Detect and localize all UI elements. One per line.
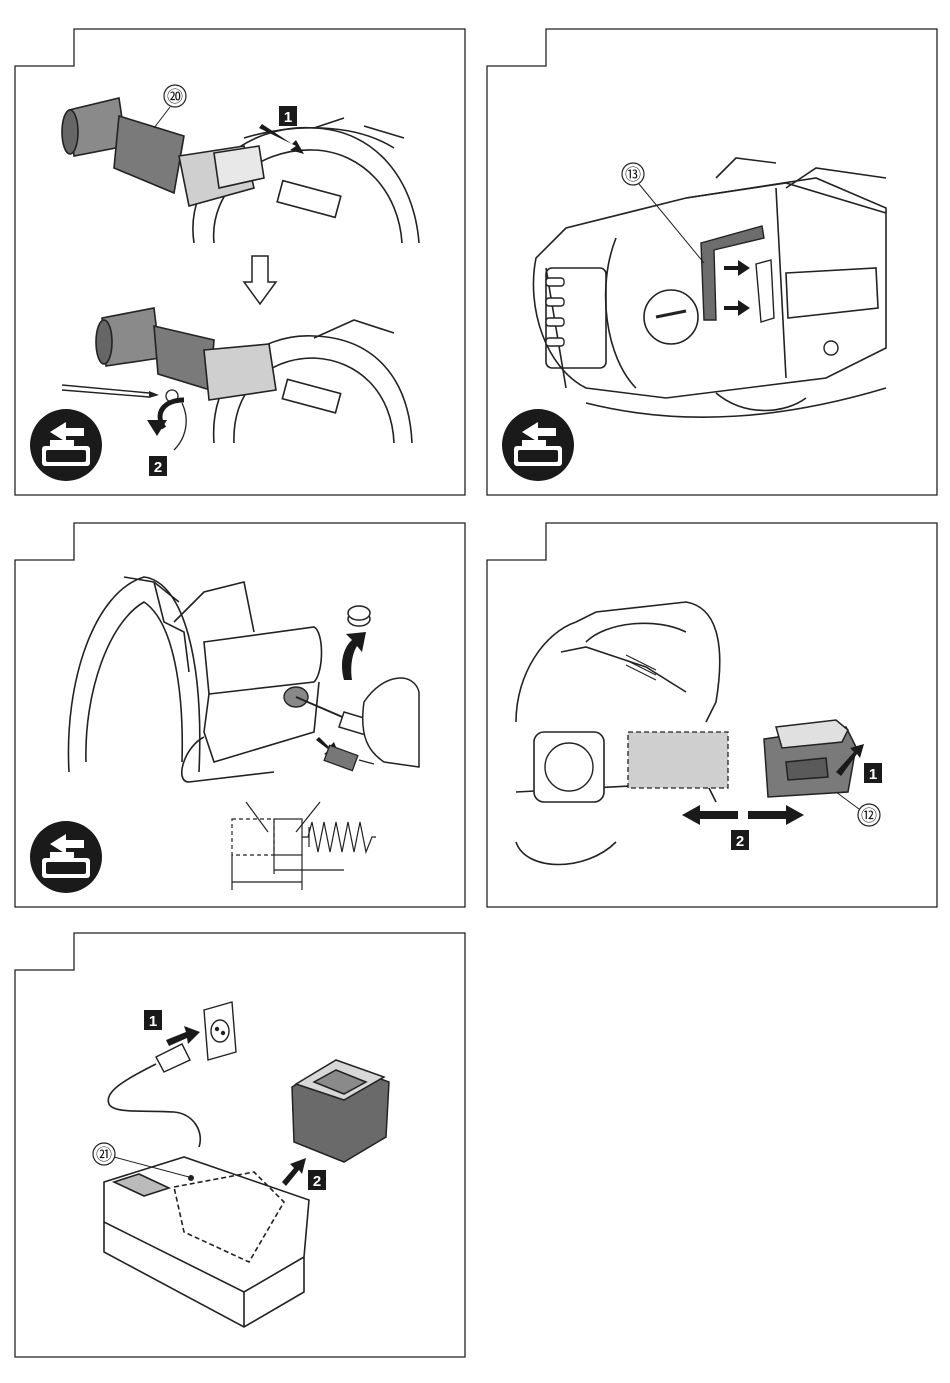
- step-label-1: 1: [869, 766, 877, 783]
- step-label-2: 2: [154, 459, 162, 476]
- panel-carbon-brush: [14, 522, 466, 908]
- battery-remove-icon: [502, 409, 574, 481]
- callout-21: ㉑: [96, 1145, 112, 1164]
- panel-dust-nozzle: ⑳ 1 2: [14, 28, 466, 496]
- callout-13: ⑬: [625, 165, 641, 184]
- motor-body: [174, 582, 322, 782]
- callout-12: ⑫: [861, 806, 877, 825]
- step-label-2: 2: [736, 833, 744, 850]
- panel-battery-install: 1 ⑫ 2: [486, 522, 938, 908]
- battery-pack: [292, 1060, 389, 1162]
- wall-outlet: [204, 1002, 236, 1060]
- callout-20: ⑳: [167, 87, 183, 106]
- dust-nozzle-top: [62, 98, 264, 206]
- saw-blade: [68, 577, 199, 772]
- panel-charging: 1 2 ㉑: [14, 932, 466, 1358]
- step-label-1: 1: [149, 1013, 157, 1030]
- battery-charger: [104, 1157, 309, 1327]
- step-label-1: 1: [284, 109, 292, 126]
- battery-remove-icon: [30, 821, 102, 893]
- battery-remove-icon: [30, 409, 102, 481]
- brush-wear-diagram: [232, 802, 376, 890]
- dust-nozzle-bottom: [96, 308, 276, 400]
- panel-hex-wrench-storage: ⑬: [486, 28, 938, 496]
- step-label-2: 2: [313, 1173, 321, 1190]
- battery-pack: [764, 720, 856, 797]
